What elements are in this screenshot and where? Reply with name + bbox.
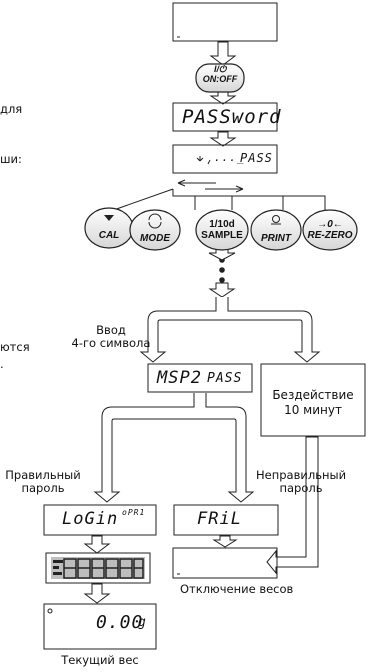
rezero-key-bottom: RE-ZERO <box>307 230 353 241</box>
weight-value: 0.00 <box>96 612 144 633</box>
all-segments-display <box>45 552 151 584</box>
cal-key-label: CAL <box>98 230 120 241</box>
left-fragment-1: для <box>0 102 23 116</box>
current-entry-display <box>147 363 253 393</box>
incorrect-line1: Неправильный <box>256 468 347 482</box>
split-arrow-2 <box>93 393 255 503</box>
login-display <box>43 504 157 536</box>
weight-unit: g <box>138 615 147 630</box>
cycle-icon <box>148 213 162 221</box>
sample-key-label: 1/10d SAMPLE <box>196 219 248 241</box>
entry-display <box>172 144 278 174</box>
entry-dots: ..._ <box>214 151 245 164</box>
left-fragment-2: ши: <box>0 152 22 166</box>
correct-line1: Правильный <box>5 468 81 482</box>
sample-key[interactable] <box>195 209 249 251</box>
entry-pass: PASS <box>240 151 273 165</box>
all-segments-graphic <box>51 557 145 579</box>
sample-key-bottom: SAMPLE <box>201 230 243 241</box>
print-icon <box>272 215 280 223</box>
power-key-bottom: ON:OFF <box>202 74 238 84</box>
left-fragment-3: ются <box>0 340 30 354</box>
rezero-key-top: →0← <box>317 219 343 230</box>
mode-key[interactable] <box>129 209 181 251</box>
fail-text: FRiL <box>197 509 242 529</box>
incorrect-line2: пароль <box>279 481 323 495</box>
split-arrow <box>139 297 321 363</box>
incorrect-label: Неправильный пароль <box>256 469 346 495</box>
fail-display <box>173 504 279 536</box>
hollow-arrow-1 <box>209 41 237 66</box>
correct-line2: пароль <box>21 481 65 495</box>
login-sub-text: oPR1 <box>122 508 146 517</box>
current-weight-label: Текущий вес <box>61 653 139 667</box>
hollow-arrow-3 <box>209 131 237 147</box>
blank-display-top <box>172 2 278 42</box>
sample-key-top: 1/10d <box>209 219 235 230</box>
power-key-top: I/⏻ <box>213 64 227 74</box>
correct-label: Правильный пароль <box>2 469 84 495</box>
inactivity-line2: 10 минут <box>284 403 342 417</box>
rezero-key-label: →0← RE-ZERO <box>303 219 357 241</box>
left-fragment-4: . <box>0 357 4 371</box>
input-4th-line1: Ввод <box>96 323 126 337</box>
password-display <box>172 102 278 132</box>
inactivity-box <box>260 363 366 437</box>
mode-key-label: MODE <box>140 233 170 244</box>
shutdown-label: Отключение весов <box>180 582 294 596</box>
inactivity-label: Бездействие 10 минут <box>261 388 365 418</box>
shutdown-display <box>172 547 278 579</box>
print-key[interactable] <box>250 209 302 251</box>
power-key-label: I/⏻ ON:OFF <box>196 64 244 84</box>
power-key[interactable] <box>195 63 245 93</box>
weight-display <box>43 603 157 650</box>
print-key-label: PRINT <box>261 233 291 244</box>
current-entry-pass: PASS <box>207 371 243 386</box>
login-text: LoGin <box>62 509 119 529</box>
triangle-down-icon <box>104 215 114 221</box>
input-4th-label: Ввод 4-го символа <box>66 324 156 350</box>
current-entry-text: MSP2 <box>157 368 202 388</box>
password-display-text: PASSword <box>182 106 282 128</box>
input-4th-line2: 4-го символа <box>71 336 151 350</box>
inactivity-line1: Бездействие <box>272 388 354 402</box>
rezero-key[interactable] <box>302 209 358 251</box>
cal-key[interactable] <box>84 207 134 249</box>
